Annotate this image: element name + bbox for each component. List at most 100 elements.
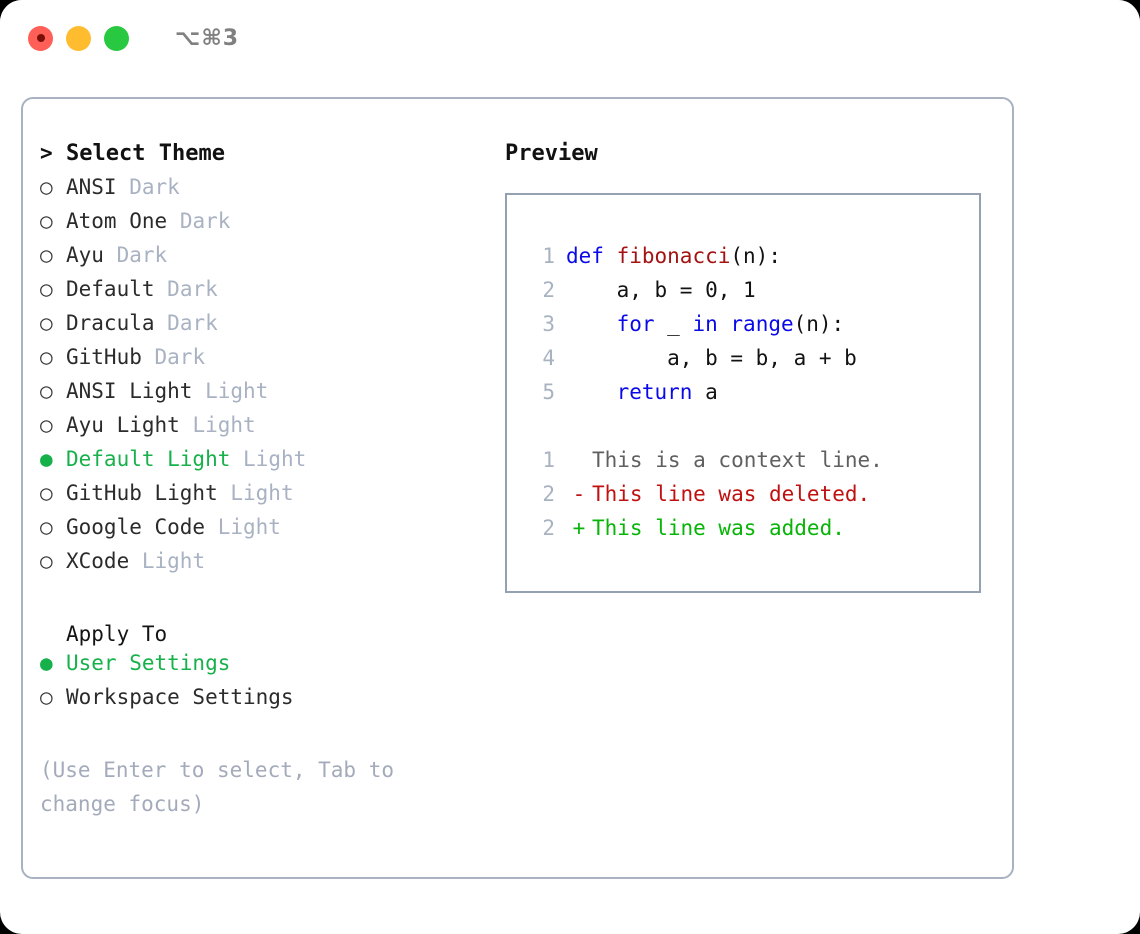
diff-marker-icon: + — [572, 516, 586, 540]
code-line-number: 4 — [542, 346, 555, 370]
theme-list-item[interactable]: ○GitHub Light Light — [40, 481, 483, 515]
diff-line-del: 2-This line was deleted. — [525, 477, 979, 511]
keyboard-shortcut-label: ⌥⌘3 — [175, 25, 240, 51]
theme-name-label: Google Code — [66, 515, 206, 539]
theme-list-item[interactable]: ○ XCode Light — [40, 549, 483, 583]
radio-unselected-icon[interactable]: ○ — [40, 515, 53, 539]
code-token-plain — [566, 380, 617, 404]
theme-list-column: > Select Theme ○ANSI Dark○Atom One Dark○… — [23, 141, 483, 877]
label-separator — [142, 345, 155, 369]
radio-unselected-icon[interactable]: ○ — [40, 413, 53, 437]
diff-line-number: 2 — [542, 482, 555, 506]
label-separator — [205, 515, 218, 539]
preview-heading: Preview — [505, 141, 598, 166]
theme-variant-tag: Dark — [167, 277, 218, 301]
radio-unselected-icon[interactable]: ○ — [40, 311, 53, 335]
label-separator — [167, 209, 180, 233]
radio-unselected-icon[interactable]: ○ — [40, 481, 53, 505]
code-line-text: a, b = b, a + b — [566, 341, 857, 375]
code-line: 2 a, b = 0, 1 — [525, 273, 979, 307]
preview-gap — [525, 409, 979, 443]
traffic-light-group — [28, 25, 129, 51]
theme-list-item[interactable]: ○ANSI Light Light — [40, 379, 483, 413]
code-token-plain — [566, 312, 617, 336]
diff-line-ctx: 1 This is a context line. — [525, 443, 979, 477]
theme-variant-tag: Light — [243, 447, 307, 471]
theme-list-item[interactable]: ○ ANSI Dark — [40, 175, 483, 209]
radio-unselected-icon[interactable]: ○ — [40, 345, 53, 369]
theme-name-label: Atom One — [66, 209, 168, 233]
radio-unselected-icon[interactable]: ○ — [40, 379, 53, 403]
diff-line-number: 1 — [542, 448, 555, 472]
code-line-text: for _ in range(n): — [566, 307, 845, 341]
code-token-kw: for — [616, 312, 655, 336]
theme-list-item[interactable]: ○ Ayu Dark — [40, 243, 483, 277]
diff-line-text: This line was deleted. — [592, 482, 871, 506]
diff-line-text: This is a context line. — [592, 448, 883, 472]
theme-variant-tag: Dark — [154, 345, 206, 369]
theme-variant-tag: Dark — [179, 209, 231, 233]
diff-sample: 1 This is a context line.2-This line was… — [525, 443, 979, 545]
radio-unselected-icon[interactable]: ○ — [40, 277, 53, 301]
code-line: 4 a, b = b, a + b — [525, 341, 979, 375]
prompt-caret-icon: > — [40, 141, 53, 165]
code-token-plain — [604, 244, 617, 268]
apply-to-option[interactable]: ○ Workspace Settings — [40, 685, 483, 719]
theme-variant-tag: Dark — [129, 175, 180, 199]
code-line-number: 1 — [542, 244, 555, 268]
label-separator — [218, 481, 231, 505]
code-line-text: return a — [566, 375, 718, 409]
theme-name-label: Ayu — [66, 243, 104, 267]
window-titlebar: ⌥⌘3 — [0, 0, 1140, 76]
theme-name-label: XCode — [66, 549, 130, 573]
theme-list-item[interactable]: ●Default Light Light — [40, 447, 483, 481]
radio-selected-icon[interactable]: ● — [40, 651, 53, 675]
radio-unselected-icon[interactable]: ○ — [40, 175, 53, 199]
code-line: 5 return a — [525, 375, 979, 409]
label-separator — [129, 549, 142, 573]
minimize-window-button[interactable] — [66, 25, 91, 51]
theme-variant-tag: Dark — [116, 243, 168, 267]
theme-variant-tag: Light — [141, 549, 206, 573]
apply-to-option-label: Workspace Settings — [66, 685, 294, 709]
code-token-plain: a, b = 0, 1 — [566, 278, 756, 302]
theme-list-item[interactable]: ○Default Dark — [40, 277, 483, 311]
radio-unselected-icon[interactable]: ○ — [40, 685, 53, 709]
theme-list-item[interactable]: ○Dracula Dark — [40, 311, 483, 345]
theme-list-item[interactable]: ○Ayu Light Light — [40, 413, 483, 447]
code-token-kw: return — [616, 380, 693, 404]
radio-unselected-icon[interactable]: ○ — [40, 209, 53, 233]
theme-list-item[interactable]: ○GitHub Dark — [40, 345, 483, 379]
apply-to-option-label: User Settings — [66, 651, 231, 675]
theme-selector-panel: > Select Theme ○ANSI Dark○Atom One Dark○… — [21, 97, 1014, 879]
select-theme-heading: > Select Theme — [40, 141, 483, 175]
code-line-number: 3 — [542, 312, 555, 336]
radio-unselected-icon[interactable]: ○ — [40, 549, 53, 573]
diff-line-number: 2 — [542, 516, 555, 540]
close-window-button[interactable] — [28, 25, 53, 51]
theme-variant-tag: Light — [205, 379, 269, 403]
label-separator — [180, 413, 193, 437]
theme-list-item[interactable]: ○ Atom One Dark — [40, 209, 483, 243]
label-separator — [117, 175, 130, 199]
apply-to-option[interactable]: ● User Settings — [40, 651, 483, 685]
diff-line-text: This line was added. — [592, 516, 845, 540]
radio-selected-icon[interactable]: ● — [40, 447, 53, 471]
maximize-window-button[interactable] — [104, 25, 129, 51]
label-separator — [192, 379, 205, 403]
theme-name-label: GitHub Light — [66, 481, 218, 505]
theme-list: ○ANSI Dark○Atom One Dark○Ayu Dark○Defaul… — [40, 175, 483, 583]
list-spacer — [40, 583, 483, 617]
theme-variant-tag: Dark — [167, 311, 218, 335]
code-line-number: 5 — [542, 380, 555, 404]
theme-name-label: ANSI — [66, 175, 117, 199]
radio-unselected-icon[interactable]: ○ — [40, 243, 53, 267]
code-token-plain — [718, 312, 731, 336]
diff-line-add: 2 +This line was added. — [525, 511, 979, 545]
theme-list-item[interactable]: ○Google Code Light — [40, 515, 483, 549]
theme-variant-tag: Light — [192, 413, 256, 437]
